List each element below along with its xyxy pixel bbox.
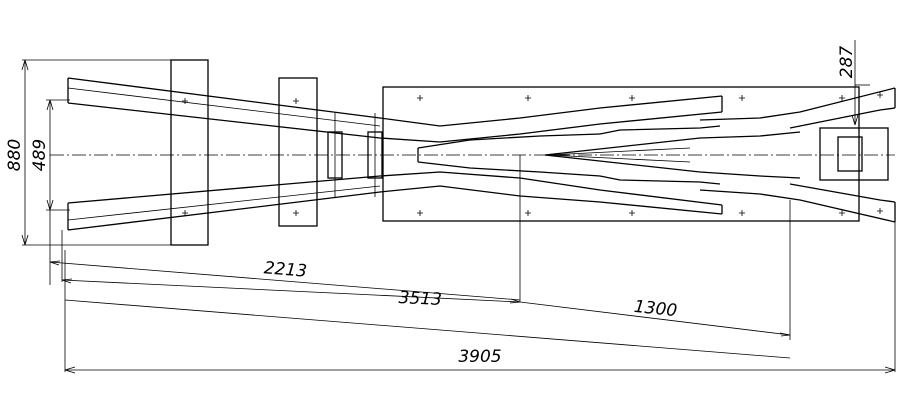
- base-plate: [382, 86, 860, 222]
- bolt-marks: [182, 92, 883, 216]
- dim-489: [46, 99, 70, 211]
- heel-rails: [699, 87, 896, 223]
- dim-1300: [519, 200, 791, 340]
- dim-880-label: 880: [5, 139, 25, 171]
- dim-2213-label: 2213: [263, 258, 308, 281]
- dim-2213: [49, 210, 521, 301]
- dim-3513-label: 3513: [398, 288, 442, 310]
- dim-3513: [61, 155, 521, 304]
- wing-rails: [417, 125, 721, 185]
- clamp-blocks: [327, 113, 889, 197]
- dim-287: [851, 40, 870, 126]
- dim-1300-label: 1300: [633, 297, 678, 321]
- dim-3905: [64, 222, 896, 374]
- dim-287-label: 287: [837, 46, 857, 79]
- frog-point: [544, 131, 801, 179]
- lower-rail: [67, 171, 723, 231]
- dim-489-label: 489: [30, 139, 50, 171]
- dim-3905-label: 3905: [458, 347, 501, 367]
- dim-880: [21, 59, 171, 246]
